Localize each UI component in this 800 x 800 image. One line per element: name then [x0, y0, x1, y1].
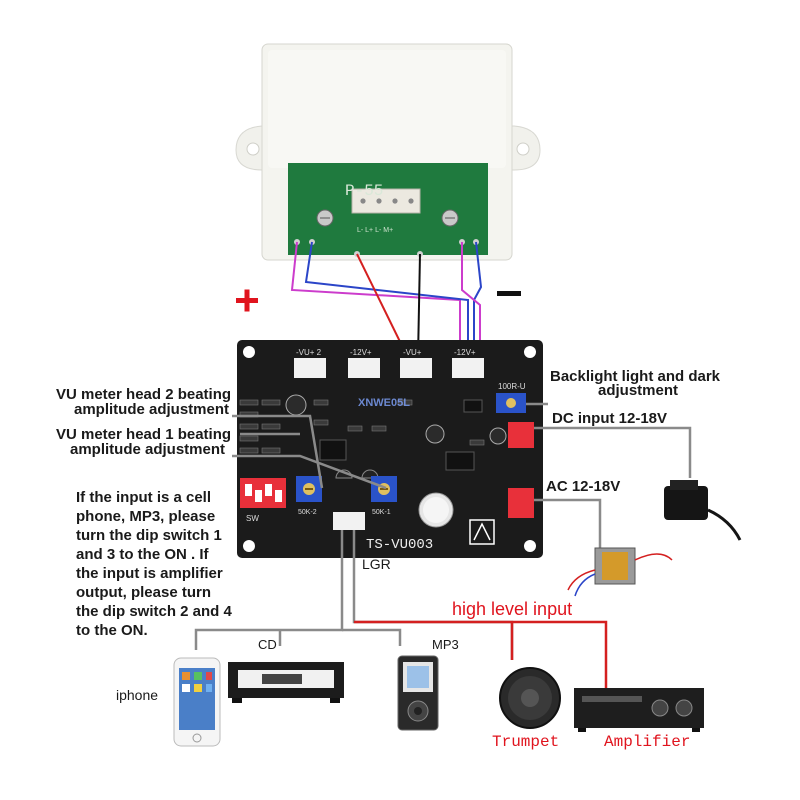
dip-switch-note: If the input is a cell phone, MP3, pleas… [76, 488, 232, 640]
dip-note-line: the dip switch 2 and 4 [76, 603, 232, 620]
main-board [237, 340, 543, 558]
polarity-marks [236, 289, 521, 312]
board-sw-label: SW [246, 514, 259, 523]
connector-12v-b [452, 358, 484, 378]
board-connector-label-3: -VU+ [403, 348, 422, 357]
amplifier-label: Amplifier [604, 733, 691, 751]
vu1-label-line1: VU meter head 1 beating [56, 426, 232, 443]
trumpet-speaker-device [499, 667, 561, 729]
mp3-label: MP3 [432, 637, 459, 652]
cd-player-device [228, 662, 344, 703]
ac-transformer [567, 547, 673, 597]
connector-vu1 [400, 358, 432, 378]
board-pot-label-1: 50K-1 [372, 509, 391, 516]
board-connector-label-4: -12V+ [454, 348, 476, 357]
dc-input-label: DC input 12-18V [552, 410, 668, 427]
dip-note-line: to the ON. [76, 622, 148, 639]
backlight-label-line1: Backlight light and dark [550, 368, 721, 385]
board-pot-label-2: 50K-2 [298, 509, 317, 516]
board-pot-label-backlight: 100R-U [498, 382, 526, 391]
board-watermark: XNWE05L [358, 397, 410, 409]
iphone-device [173, 657, 221, 747]
vu2-label-line1: VU meter head 2 beating [56, 386, 232, 403]
lgr-label: LGR [362, 556, 391, 572]
cd-label: CD [258, 637, 277, 652]
high-level-wire [354, 620, 608, 688]
dc-adapter [664, 480, 742, 541]
dip-note-line: output, please turn [76, 584, 211, 601]
board-model-label: TS-VU003 [366, 537, 434, 553]
board-connector-label-2: -12V+ [350, 348, 372, 357]
connector-12v-a [348, 358, 380, 378]
lgr-connector [333, 512, 365, 530]
dip-note-line: and 3 to the ON . If [76, 546, 209, 563]
dip-note-line: If the input is a cell [76, 489, 212, 506]
vu1-label-line2: amplitude adjustment [70, 441, 226, 458]
meter-model-label: P-55 [345, 182, 384, 200]
ac-input-label: AC 12-18V [546, 478, 621, 495]
ac-connector [508, 488, 534, 518]
backlight-label-line2: adjustment [598, 382, 679, 399]
dip-note-line: phone, MP3, please [76, 508, 216, 525]
dip-note-line: turn the dip switch 1 [76, 527, 222, 544]
vu2-label-line2: amplitude adjustment [74, 401, 230, 418]
iphone-label: iphone [116, 687, 159, 703]
connector-vu2 [294, 358, 326, 378]
vu-meter-head [235, 43, 541, 261]
board-connector-label-1: -VU+ 2 [296, 348, 322, 357]
dip-note-line: the input is amplifier [76, 565, 223, 582]
meter-pins-label: L- L+ L- M+ [357, 227, 394, 234]
mp3-player-device [397, 655, 439, 731]
trumpet-label: Trumpet [492, 733, 560, 751]
amplifier-device [574, 688, 704, 732]
high-level-input-label: high level input [452, 599, 573, 619]
dc-connector [508, 422, 534, 448]
